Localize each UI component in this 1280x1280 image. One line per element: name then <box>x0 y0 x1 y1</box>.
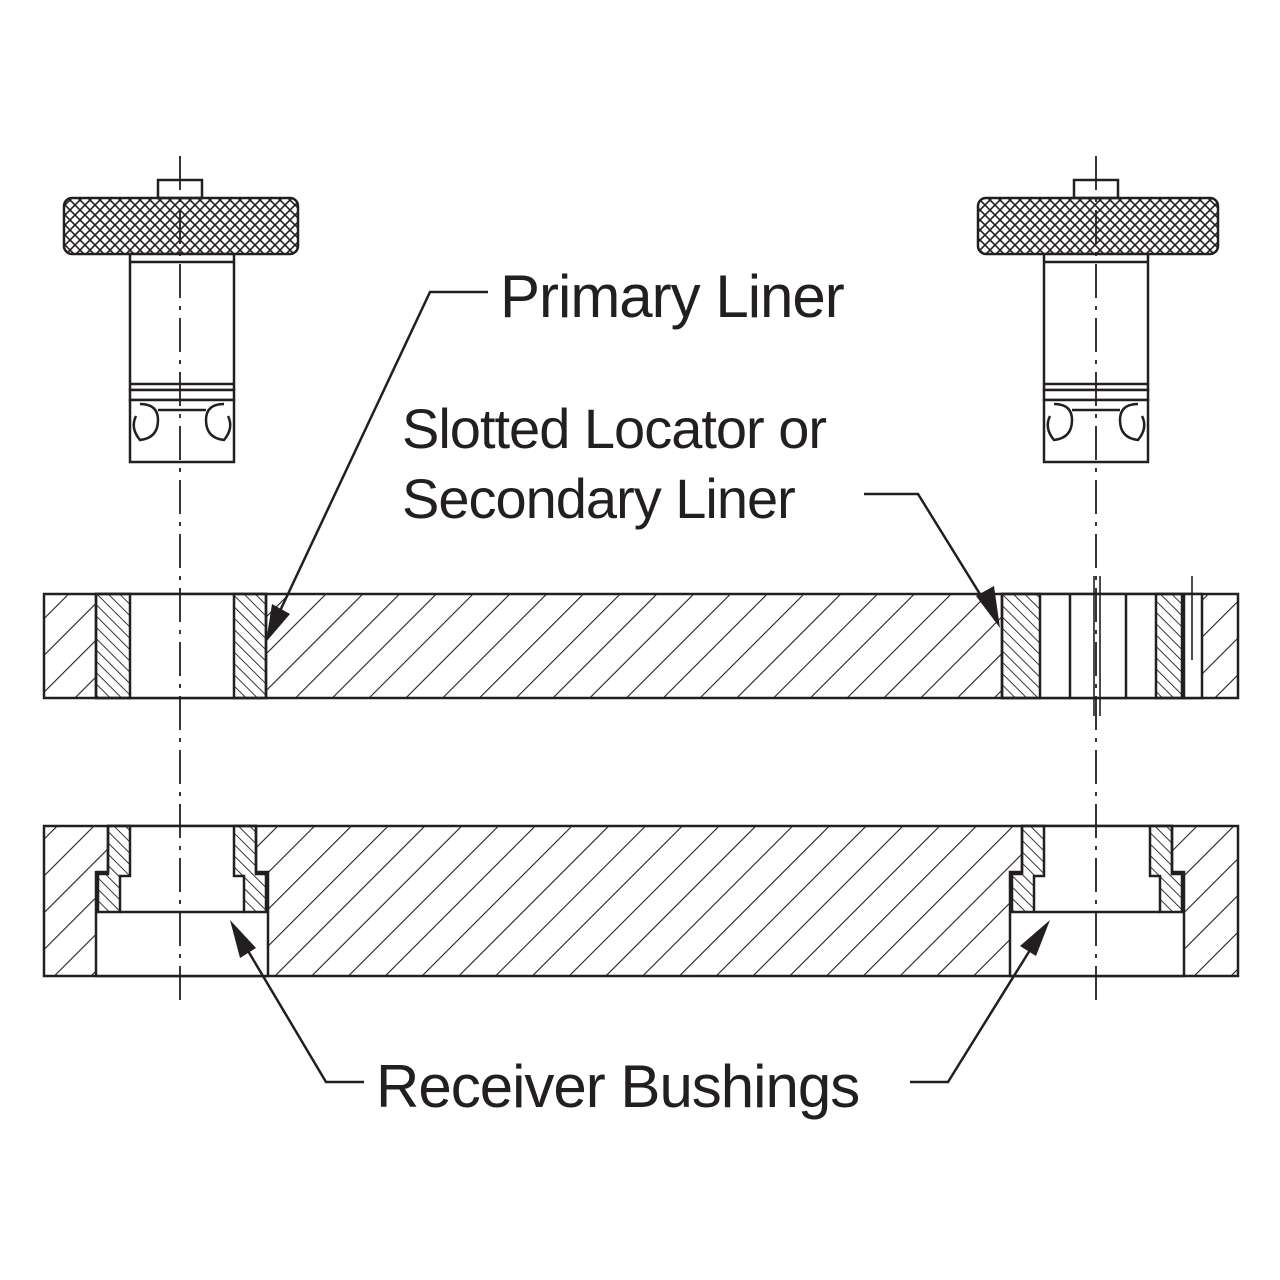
leader-lines <box>236 290 1042 1084</box>
left-pin-slotted-tip <box>128 398 236 464</box>
primary-liner-label: Primary Liner <box>500 263 845 330</box>
receiver-left-leader <box>236 933 364 1084</box>
center-lines <box>179 156 1097 1004</box>
receiver-left-arrowhead <box>230 920 256 958</box>
slotted-locator-label-line1: Slotted Locator or <box>402 397 827 460</box>
left-pin-shank <box>128 252 236 392</box>
slotted-locator-label: Slotted Locator or Secondary Liner <box>402 394 827 534</box>
secondary-liner-leader <box>864 492 998 621</box>
secondary-liner-left-wall <box>1000 592 1042 700</box>
receiver-bushings-label: Receiver Bushings <box>376 1053 860 1120</box>
left-knurled-head <box>62 196 300 256</box>
slotted-locator-label-line2: Secondary Liner <box>402 467 796 530</box>
receiver-right-leader <box>910 933 1042 1084</box>
primary-liner-arrowhead <box>266 604 290 642</box>
left-locator-pin <box>62 178 300 464</box>
left-pin-groove-ring <box>128 388 236 402</box>
primary-liner-leader <box>270 290 488 629</box>
secondary-liner-right-wall <box>1154 592 1184 700</box>
bottom-plate <box>42 824 1240 978</box>
top-plate <box>42 576 1240 716</box>
right-locator-pin <box>976 178 1220 464</box>
leader-arrowheads <box>230 586 1050 958</box>
receiver-right-arrowhead <box>1020 920 1050 956</box>
right-knurled-head <box>976 196 1220 256</box>
primary-liner-right-wall <box>232 592 268 700</box>
primary-liner-left-wall <box>94 592 132 700</box>
secondary-liner-arrowhead <box>976 586 1000 628</box>
